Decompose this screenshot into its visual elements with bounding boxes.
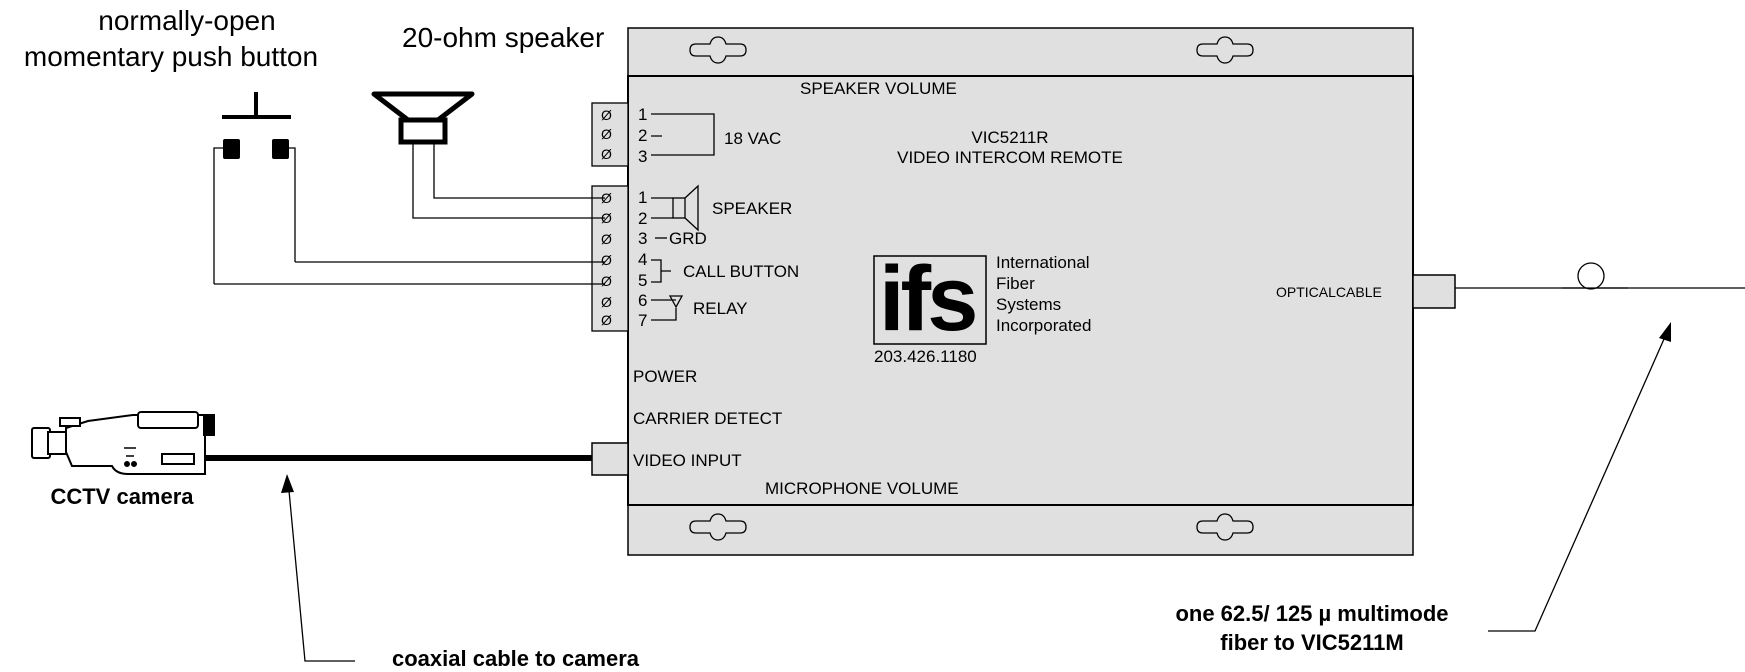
call-button-bracket	[651, 259, 671, 283]
screw-icon: Ø	[601, 231, 612, 247]
fiber-label-line-1: one 62.5/ 125 µ multimode	[1175, 601, 1448, 626]
bottom-mounting-flange	[627, 504, 1414, 556]
top-mounting-flange	[627, 27, 1414, 77]
speaker-terminal-label: SPEAKER	[712, 199, 792, 218]
terminal-block-io	[591, 185, 629, 332]
speaker-symbol-icon	[651, 184, 699, 232]
screw-icon: Ø	[601, 294, 612, 310]
company-name-line-2: Fiber	[996, 274, 1035, 293]
model-description: VIDEO INTERCOM REMOTE	[897, 148, 1123, 167]
ifs-logo: ifs	[879, 248, 975, 350]
optical-cable-label: OPTICALCABLE	[1276, 284, 1382, 300]
carrier-detect-label: CARRIER DETECT	[633, 409, 782, 428]
terminal-b-screws: Ø Ø Ø Ø Ø Ø Ø	[601, 190, 612, 328]
call-button-label: CALL BUTTON	[683, 262, 799, 281]
bnc-connector-icon	[591, 442, 629, 476]
device-body	[627, 75, 1414, 506]
push-button-label-line-2: momentary push button	[24, 41, 318, 72]
speaker-icon	[371, 91, 605, 219]
terminal-b-pin-5: 5	[638, 271, 647, 290]
arrowhead-icon	[281, 474, 294, 493]
power-18vac-label: 18 VAC	[724, 129, 781, 148]
screw-icon: Ø	[601, 107, 612, 123]
camera-icon	[31, 411, 215, 475]
terminal-b-pin-6: 6	[638, 291, 647, 310]
relay-symbol-icon	[651, 295, 684, 321]
company-name-line-4: Incorporated	[996, 316, 1091, 335]
company-name-line-1: International	[996, 253, 1090, 272]
push-button-label-line-1: normally-open	[98, 5, 275, 36]
power-label: POWER	[633, 367, 697, 386]
coax-leader-line	[287, 479, 355, 662]
terminal-block-power	[591, 102, 629, 167]
mounting-slot-icon	[689, 36, 747, 64]
optical-bnc-connector-icon	[1412, 274, 1456, 309]
terminal-b-pin-7: 7	[638, 311, 647, 330]
fiber-leader-line	[1488, 329, 1669, 632]
ifs-logo-box	[873, 255, 987, 345]
video-input-label: VIDEO INPUT	[633, 451, 742, 470]
screw-icon: Ø	[601, 312, 612, 328]
coax-label: coaxial cable to camera	[392, 646, 640, 671]
mounting-slot-icon	[1196, 513, 1254, 541]
screw-icon: Ø	[601, 210, 612, 226]
grd-label: GRD	[669, 229, 707, 248]
fiber-coil-icon	[1577, 262, 1605, 290]
terminal-b-pin-1: 1	[638, 188, 647, 207]
camera-label: CCTV camera	[50, 484, 194, 509]
company-name-line-3: Systems	[996, 295, 1061, 314]
speaker-label: 20-ohm speaker	[402, 22, 604, 53]
model-label: VIC5211R	[971, 128, 1048, 147]
screw-icon: Ø	[601, 252, 612, 268]
screw-icon: Ø	[601, 126, 612, 142]
terminal-a-pin-3: 3	[638, 147, 647, 166]
relay-label: RELAY	[693, 299, 748, 318]
screw-icon: Ø	[601, 273, 612, 289]
mounting-slot-icon	[1196, 36, 1254, 64]
screw-icon: Ø	[601, 146, 612, 162]
screw-icon: Ø	[601, 190, 612, 206]
push-button-icon	[213, 92, 296, 284]
terminal-b-pin-2: 2	[638, 209, 647, 228]
speaker-volume-label: SPEAKER VOLUME	[800, 79, 957, 98]
microphone-volume-label: MICROPHONE VOLUME	[765, 479, 959, 498]
terminal-b-pin-3: 3	[638, 229, 647, 248]
fiber-label-line-2: fiber to VIC5211M	[1220, 630, 1403, 655]
mounting-slot-icon	[689, 513, 747, 541]
phone-number: 203.426.1180	[874, 347, 977, 366]
power-bracket	[651, 113, 715, 156]
terminal-b-pin-4: 4	[638, 250, 647, 269]
terminal-a-pin-2: 2	[638, 126, 647, 145]
arrowhead-icon	[1659, 322, 1671, 342]
terminal-a-pin-1: 1	[638, 105, 647, 124]
